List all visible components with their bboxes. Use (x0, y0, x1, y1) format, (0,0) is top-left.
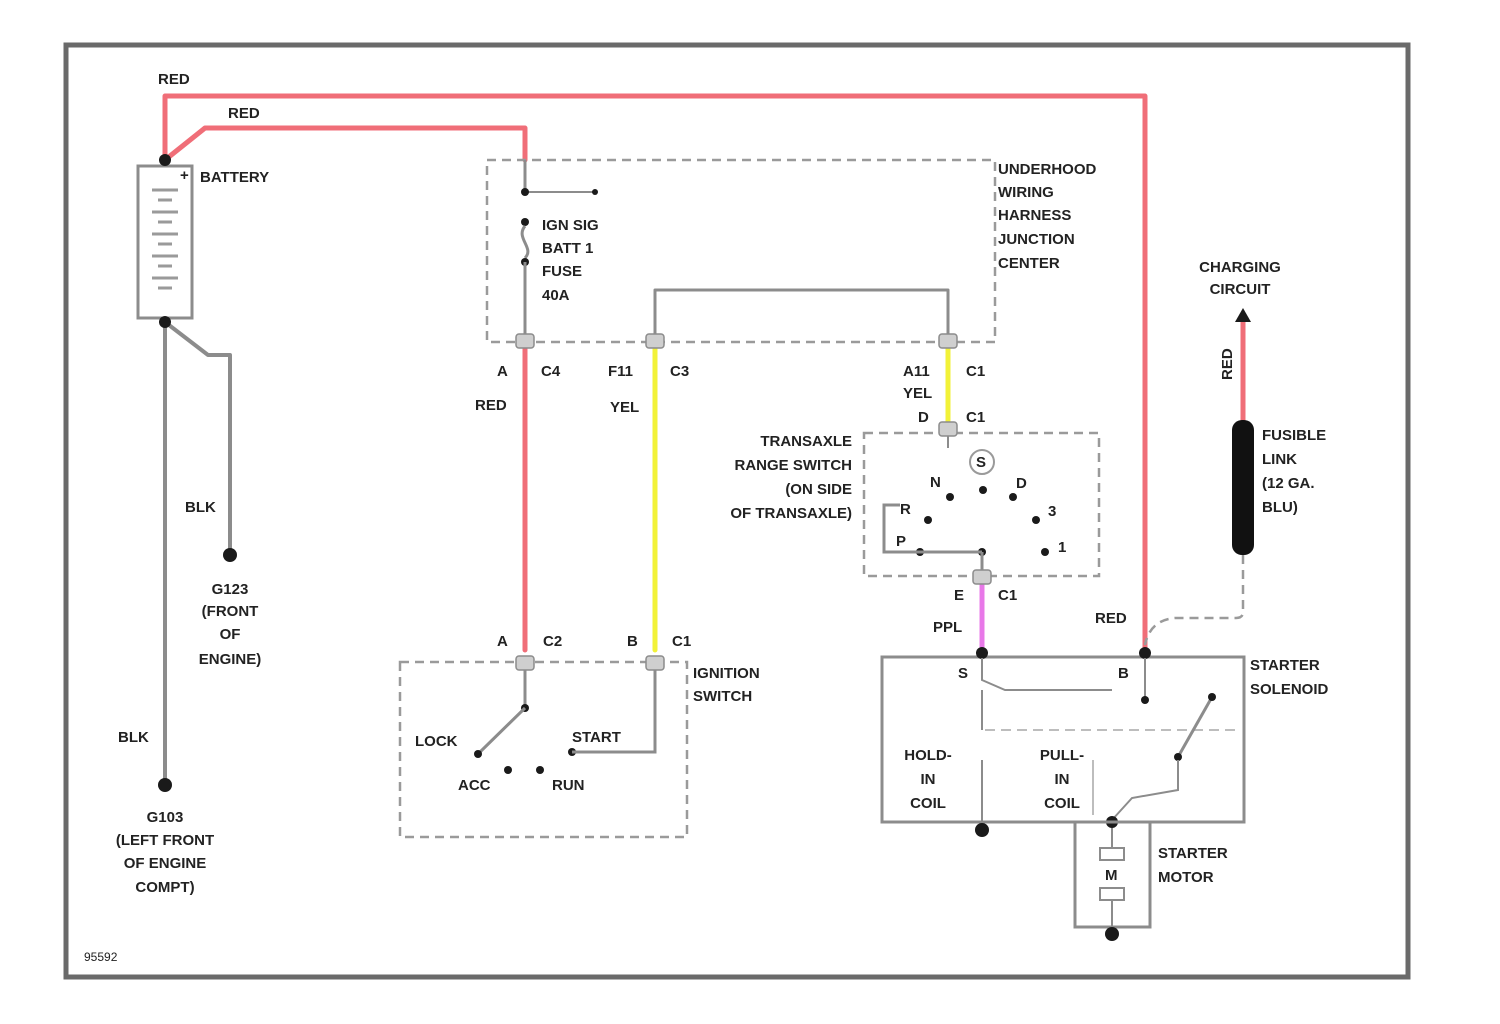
ign-pin-b: B (627, 633, 638, 650)
junction-name-4: JUNCTION (998, 231, 1075, 248)
ign-pos-run: RUN (552, 777, 585, 794)
red-charging-label: RED (1219, 348, 1236, 380)
ign-conn-c2: C2 (543, 633, 562, 650)
red-c4-label: RED (475, 397, 507, 414)
ground-g103-icon (158, 778, 172, 792)
range-pin-bottom: E (954, 587, 964, 604)
solenoid-name-2: SOLENOID (1250, 681, 1329, 698)
battery-positive-terminal (159, 154, 171, 166)
blk-wire-upper-label: BLK (185, 499, 216, 516)
junction-name-3: HARNESS (998, 207, 1071, 224)
red-wire-inner (165, 128, 525, 160)
fuse-label-4: 40A (542, 287, 570, 304)
ground-g123-line4: ENGINE) (199, 651, 262, 668)
range-conn-top: C1 (966, 409, 985, 426)
junction-name-2: WIRING (998, 184, 1054, 201)
charging-arrow-icon (1235, 308, 1251, 322)
hold-coil-3: COIL (910, 795, 946, 812)
range-name-2: RANGE SWITCH (735, 457, 853, 474)
solenoid-terminal-s (976, 647, 988, 659)
battery-plus: + (180, 167, 189, 184)
battery-cells (152, 190, 178, 288)
pull-coil-3: COIL (1044, 795, 1080, 812)
battery-negative-terminal (159, 316, 171, 328)
ground-g123-line1: G123 (212, 581, 249, 598)
ground-g123-line3: OF (220, 626, 241, 643)
range-conn-bottom: C1 (998, 587, 1017, 604)
gear-3: 3 (1048, 503, 1056, 520)
starter-motor-m: M (1105, 867, 1118, 884)
black-wire-ground-upper (165, 322, 230, 555)
ground-g103-line3: OF ENGINE (124, 855, 207, 872)
ground-g103-line1: G103 (147, 809, 184, 826)
solenoid-pin-b: B (1118, 665, 1129, 682)
range-s-symbol: S (976, 454, 986, 471)
pull-coil-2: IN (1055, 771, 1070, 788)
c4-pin-label: A (497, 363, 508, 380)
starter-motor-ground-icon (1105, 927, 1119, 941)
c1-pin-label: A11 (903, 363, 930, 380)
c4-conn-label: C4 (541, 363, 561, 380)
range-name-1: TRANSAXLE (760, 433, 852, 450)
ign-pos-acc: ACC (458, 777, 491, 794)
gear-n: N (930, 474, 941, 491)
c3-pin-label: F11 (608, 363, 633, 380)
figure-id: 95592 (84, 950, 118, 964)
starter-motor-name-1: STARTER (1158, 845, 1228, 862)
range-pin-top: D (918, 409, 929, 426)
c3-conn-label: C3 (670, 363, 689, 380)
fusible-link-line3: (12 GA. (1262, 475, 1315, 492)
gear-d: D (1016, 475, 1027, 492)
fusible-link-lead (1145, 555, 1243, 645)
range-name-4: OF TRANSAXLE) (730, 505, 852, 522)
charging-circuit-line1: CHARGING (1199, 259, 1281, 276)
hold-coil-ground-icon (975, 823, 989, 837)
gear-r: R (900, 501, 911, 518)
c1-conn-label: C1 (966, 363, 985, 380)
gear-p: P (896, 533, 906, 550)
red-wire-top-label: RED (158, 71, 190, 88)
red-solenoid-label: RED (1095, 610, 1127, 627)
ign-name-2: SWITCH (693, 688, 752, 705)
ground-g103-line4: COMPT) (135, 879, 194, 896)
fusible-link-icon (1232, 420, 1254, 555)
fuse-label-1: IGN SIG (542, 217, 599, 234)
blk-wire-lower-label: BLK (118, 729, 149, 746)
ignition-switch-contacts (474, 670, 655, 774)
hold-coil-1: HOLD- (904, 747, 952, 764)
ign-name-1: IGNITION (693, 665, 760, 682)
ground-g123-icon (223, 548, 237, 562)
solenoid-internals (982, 658, 1240, 828)
red-wire-inner-label: RED (228, 105, 260, 122)
battery-label: BATTERY (200, 169, 269, 186)
starter-motor-name-2: MOTOR (1158, 869, 1214, 886)
gear-1: 1 (1058, 539, 1066, 556)
fusible-link-line4: BLU) (1262, 499, 1298, 516)
solenoid-name-1: STARTER (1250, 657, 1320, 674)
charging-circuit-line2: CIRCUIT (1210, 281, 1271, 298)
fuse-label-3: FUSE (542, 263, 582, 280)
junction-internal-wire (655, 290, 948, 340)
yel-c1-label: YEL (903, 385, 932, 402)
ign-conn-c1: C1 (672, 633, 691, 650)
ign-pin-a: A (497, 633, 508, 650)
junction-name-5: CENTER (998, 255, 1060, 272)
fuse-label-2: BATT 1 (542, 240, 593, 257)
fusible-link-line2: LINK (1262, 451, 1297, 468)
range-name-3: (ON SIDE (785, 481, 852, 498)
solenoid-terminal-b (1139, 647, 1151, 659)
ground-g123-line2: (FRONT (202, 603, 259, 620)
ign-pos-start: START (572, 729, 621, 746)
ign-pos-lock: LOCK (415, 733, 458, 750)
solenoid-pin-s: S (958, 665, 968, 682)
pull-coil-1: PULL- (1040, 747, 1084, 764)
ground-g103-line2: (LEFT FRONT (116, 832, 214, 849)
fusible-link-line1: FUSIBLE (1262, 427, 1326, 444)
hold-coil-2: IN (921, 771, 936, 788)
ppl-wire-label: PPL (933, 619, 962, 636)
junction-name-1: UNDERHOOD (998, 161, 1097, 178)
yel-c3-label: YEL (610, 399, 639, 416)
